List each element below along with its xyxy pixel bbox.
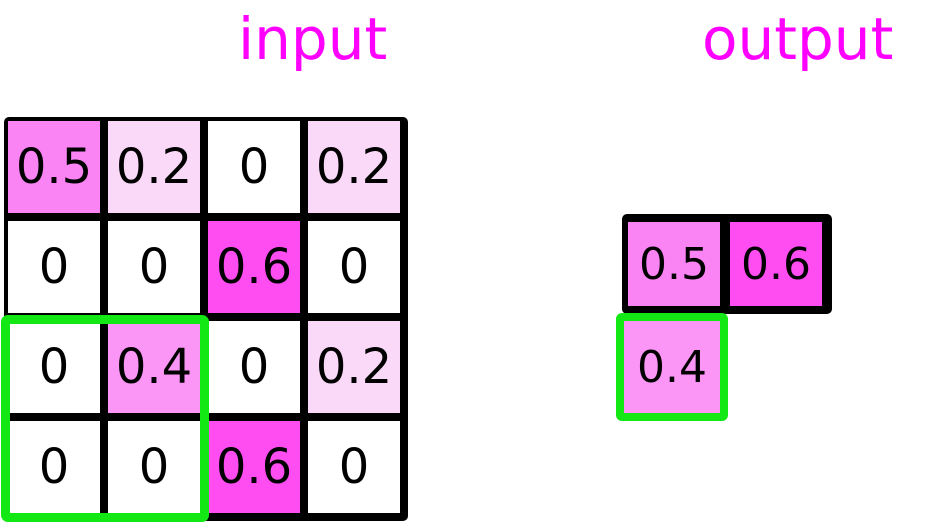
input-cell-value: 0.4 — [115, 339, 193, 395]
input-cell-value: 0 — [338, 239, 370, 295]
output-cell-value: 0.6 — [741, 238, 811, 290]
input-cell-value: 0.2 — [115, 139, 193, 195]
input-cell-value: 0 — [38, 239, 70, 295]
input-cell-r1c0[interactable]: 0 — [8, 221, 100, 313]
input-title: input — [238, 5, 388, 73]
output-cell-r0c0[interactable]: 0.5 — [628, 222, 720, 306]
input-cell-value: 0 — [38, 439, 70, 495]
input-cell-r3c3[interactable]: 0 — [308, 421, 400, 513]
input-cell-r3c1[interactable]: 0 — [108, 421, 200, 513]
input-cell-r2c0[interactable]: 0 — [8, 321, 100, 413]
output-cell-value: 0.5 — [639, 238, 709, 290]
input-cell-r0c2[interactable]: 0 — [208, 121, 300, 213]
input-matrix: 0.5 0.2 0 0.2 0 0 0.6 0 0 0.4 0 0.2 0 0 … — [4, 117, 408, 521]
input-cell-r3c2[interactable]: 0.6 — [208, 421, 300, 513]
input-cell-r2c1[interactable]: 0.4 — [108, 321, 200, 413]
output-title: output — [702, 5, 894, 73]
input-cell-value: 0.6 — [215, 439, 293, 495]
output-cell-r1c0-highlighted[interactable]: 0.4 — [616, 313, 728, 421]
input-cell-r0c3[interactable]: 0.2 — [308, 121, 400, 213]
input-cell-value: 0 — [238, 339, 270, 395]
input-cell-value: 0 — [238, 139, 270, 195]
input-cell-value: 0 — [138, 239, 170, 295]
output-cell-r0c1[interactable]: 0.6 — [730, 222, 822, 306]
input-cell-value: 0 — [338, 439, 370, 495]
output-highlight-cell-body: 0.4 — [624, 321, 720, 413]
input-cell-r2c2[interactable]: 0 — [208, 321, 300, 413]
input-cell-value: 0 — [138, 439, 170, 495]
input-cell-r1c2[interactable]: 0.6 — [208, 221, 300, 313]
input-cell-value: 0.5 — [15, 139, 93, 195]
input-cell-value: 0 — [38, 339, 70, 395]
output-cell-value: 0.4 — [637, 341, 707, 393]
input-cell-value: 0.6 — [215, 239, 293, 295]
input-cell-r0c0[interactable]: 0.5 — [8, 121, 100, 213]
output-matrix: 0.5 0.6 — [622, 214, 832, 314]
input-cell-r1c3[interactable]: 0 — [308, 221, 400, 313]
input-cell-value: 0.2 — [315, 339, 393, 395]
input-cell-value: 0.2 — [315, 139, 393, 195]
input-cell-r3c0[interactable]: 0 — [8, 421, 100, 513]
input-cell-r0c1[interactable]: 0.2 — [108, 121, 200, 213]
input-cell-r1c1[interactable]: 0 — [108, 221, 200, 313]
input-cell-r2c3[interactable]: 0.2 — [308, 321, 400, 413]
